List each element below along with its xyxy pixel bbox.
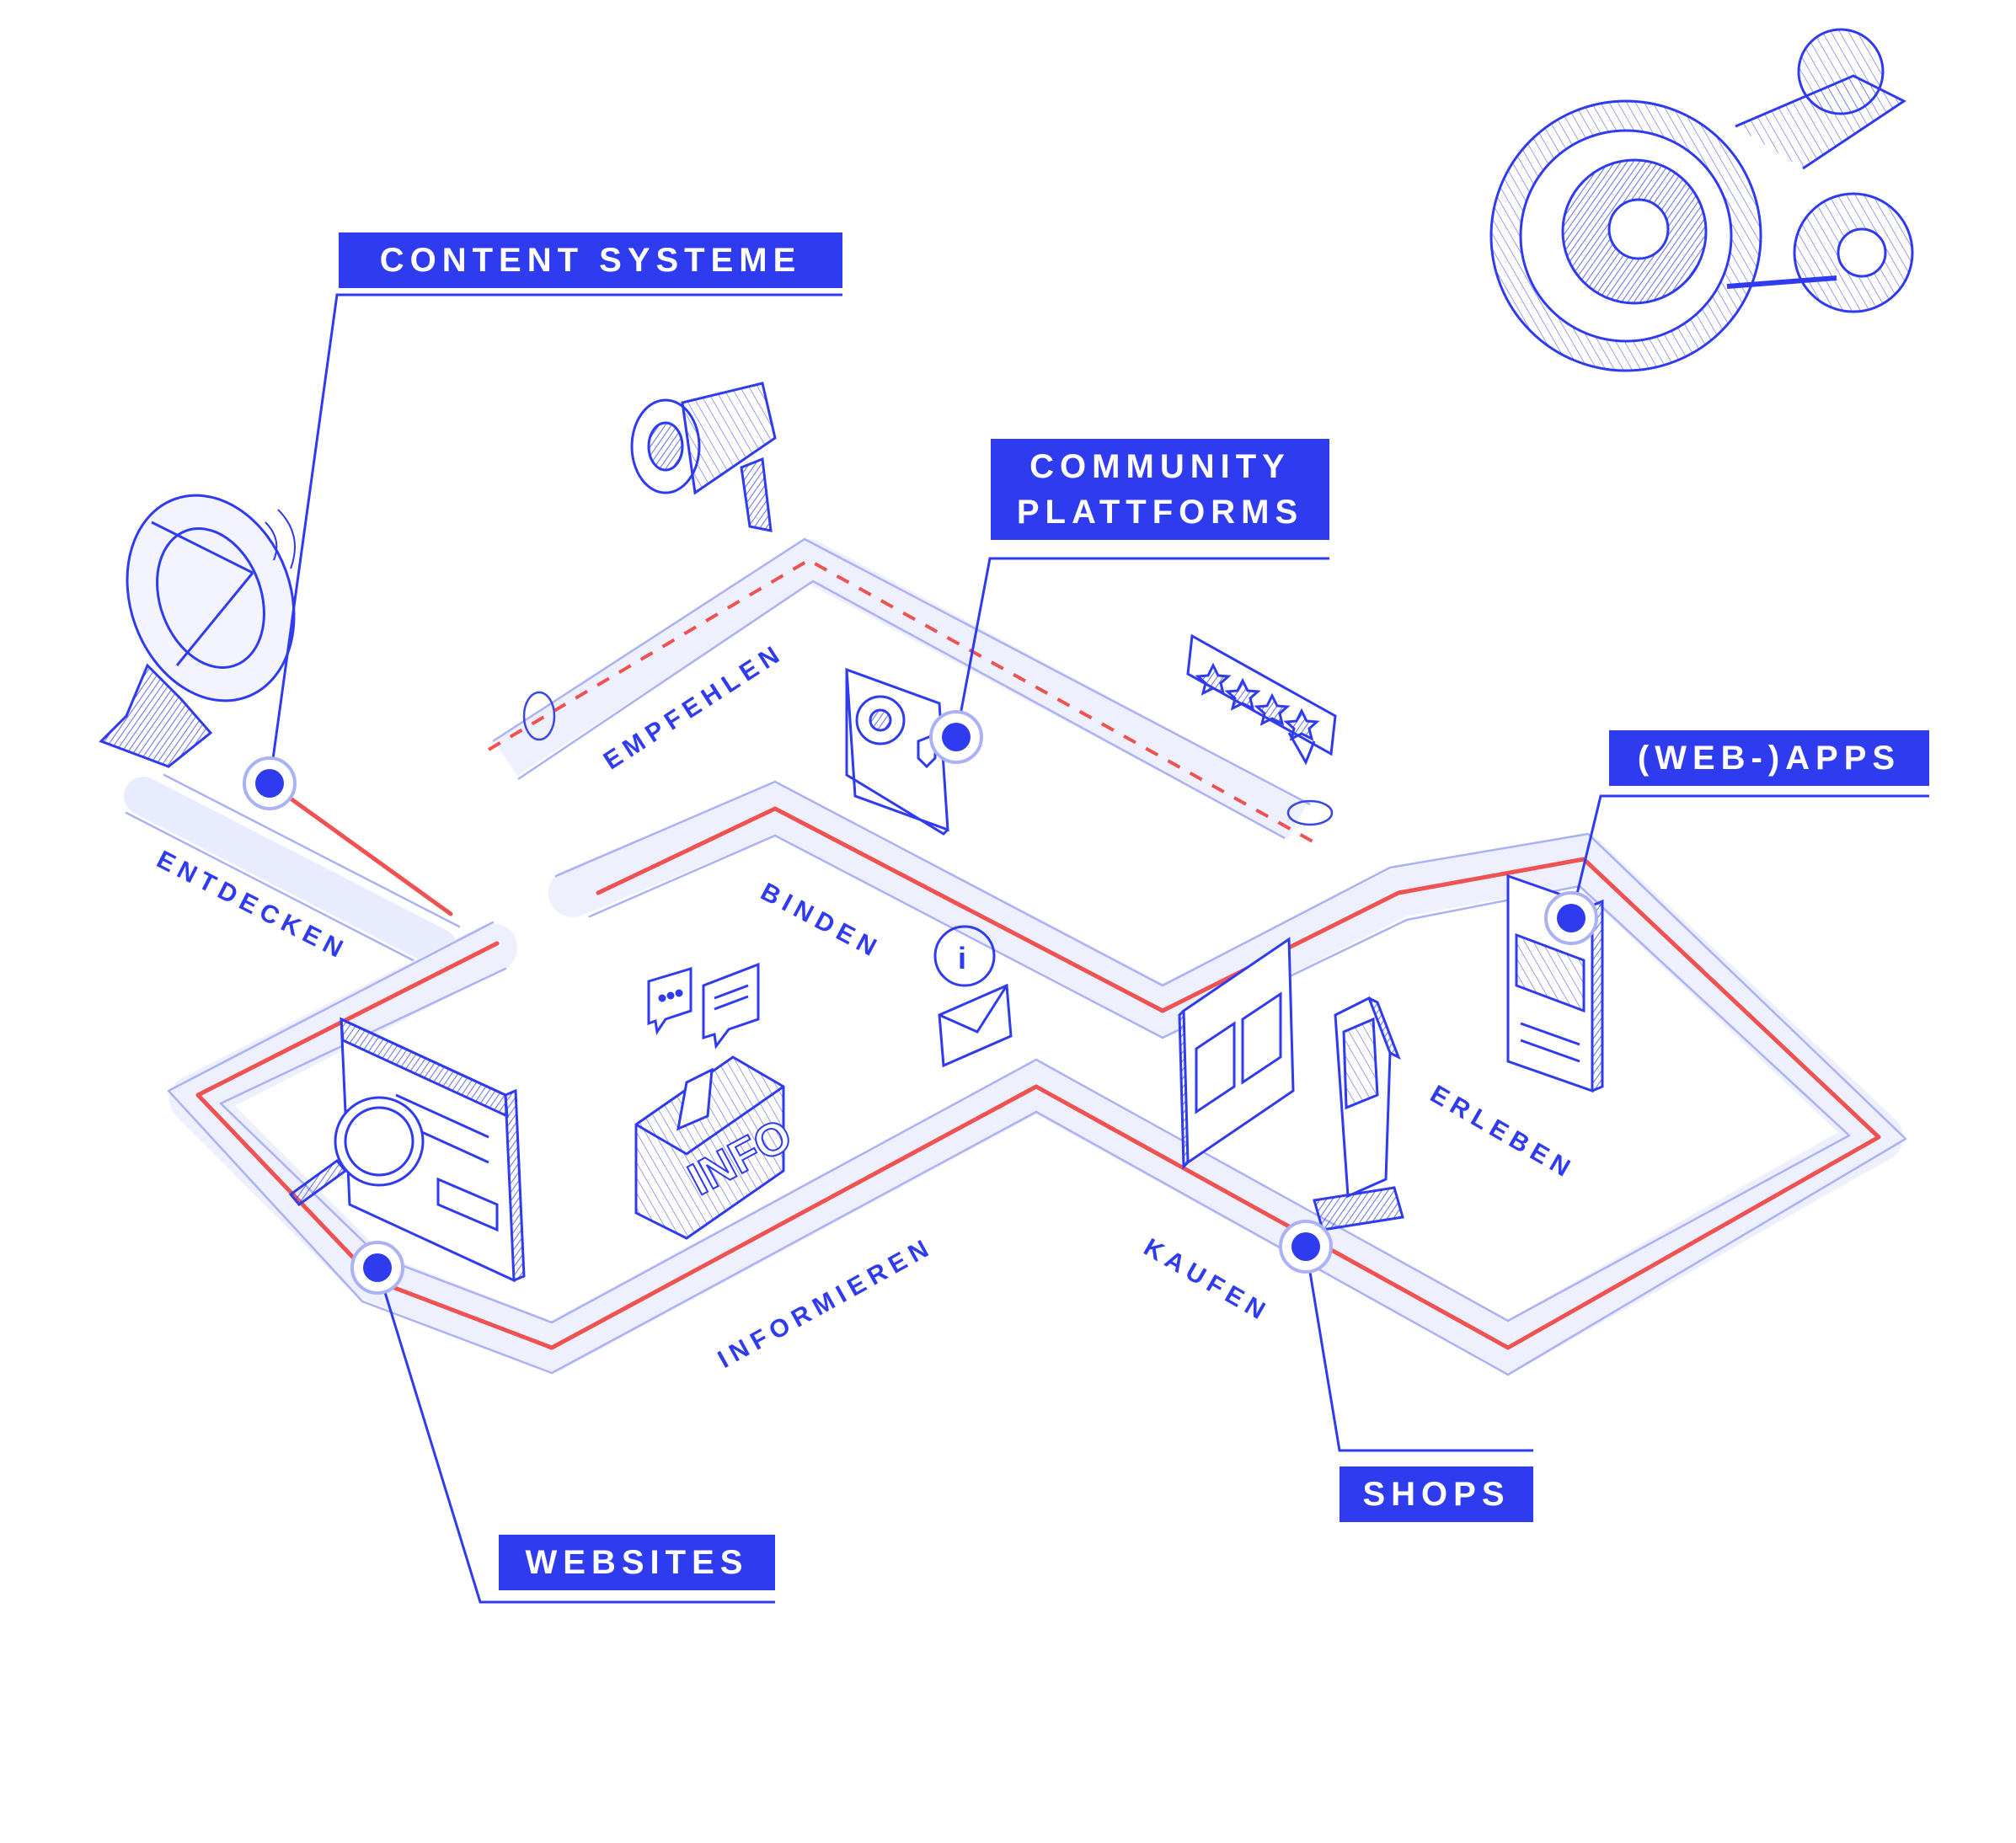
label-content-systeme: CONTENT SYSTEME [339,232,842,288]
jet-engine-icon [1489,28,1914,372]
label-community-plattforms: COMMUNITY PLATTFORMS [991,439,1329,540]
rating-stars-icon [1186,633,1337,766]
kiosk-terminal-icon [1313,996,1404,1231]
megaphone-icon [630,382,777,532]
label-web-apps: (WEB-)APPS [1609,730,1929,786]
callout-node-web-apps [1544,891,1598,945]
profile-card-icon [845,667,949,836]
label-community-line2: PLATTFORMS [1016,494,1304,531]
mail-icon [938,983,1013,1068]
label-shops: SHOPS [1340,1466,1533,1522]
callout-node-content-systeme [243,756,297,810]
label-community-line1: COMMUNITY [1029,448,1291,485]
chat-bubbles-icon [647,962,760,1050]
callout-leaders [268,293,1929,1604]
info-desk-icon: INFO [634,1055,801,1240]
callout-node-shops [1279,1220,1333,1274]
browser-window-icon [340,1017,526,1283]
info-cycle-icon: i [933,925,996,987]
callout-node-websites [350,1241,404,1295]
satellite-dish-icon [99,494,296,768]
callout-node-community [929,710,983,764]
label-websites: WEBSITES [499,1535,775,1590]
journey-path [195,781,1881,1350]
recommend-pipe [487,537,1334,844]
magnifier-icon [288,1096,425,1207]
flyer-icon [1178,937,1295,1170]
svg-text:i: i [958,941,966,975]
